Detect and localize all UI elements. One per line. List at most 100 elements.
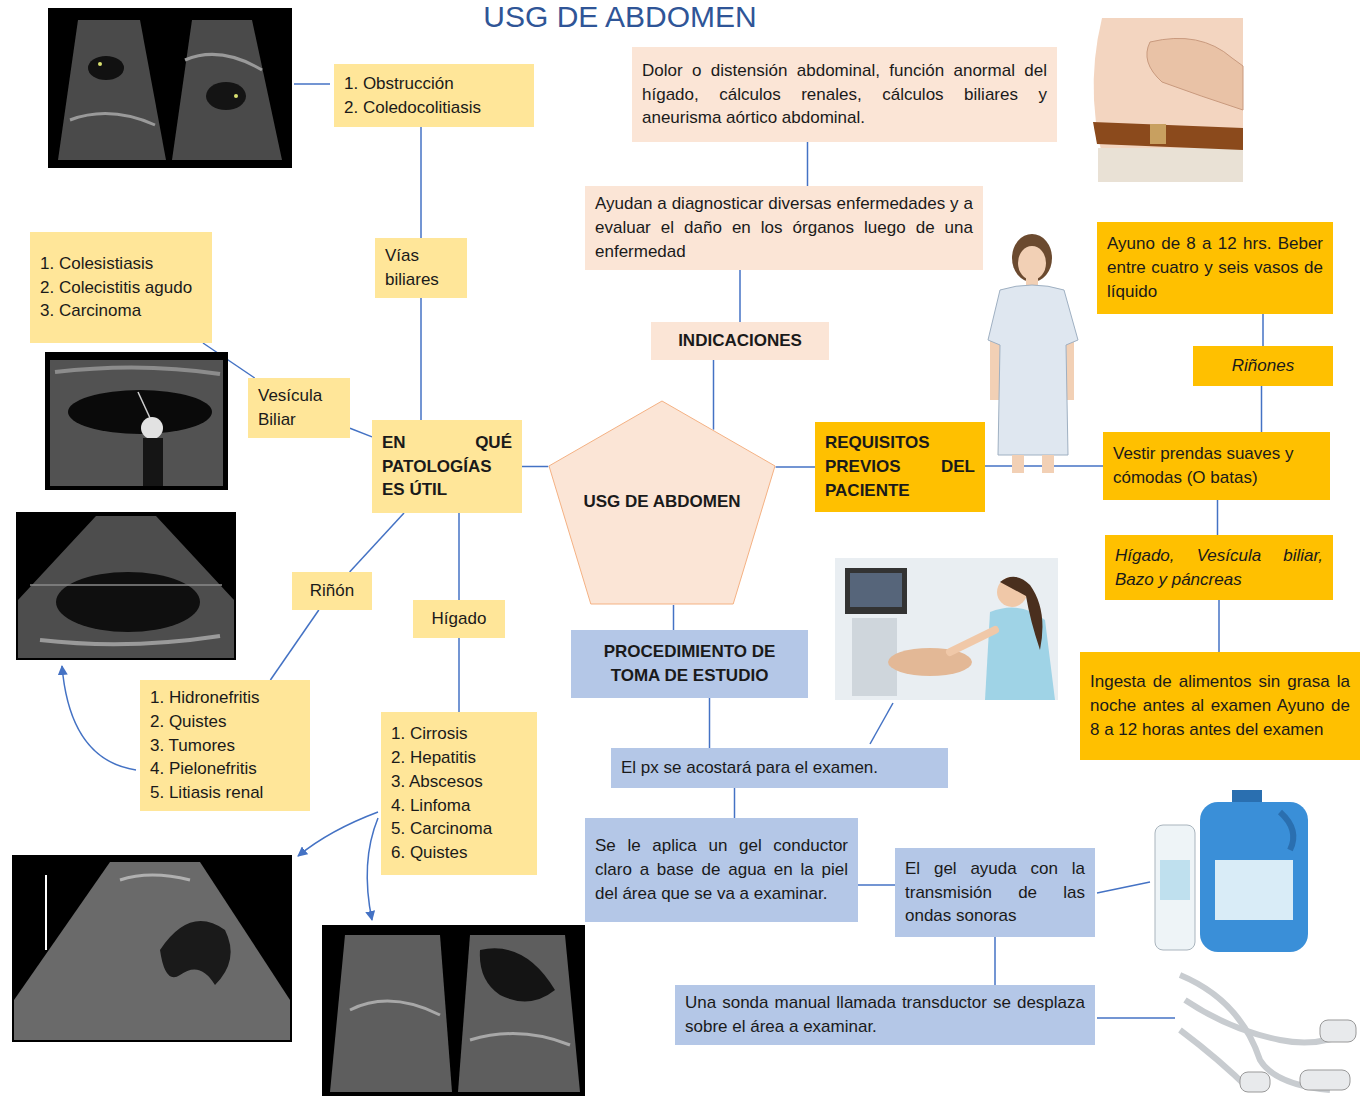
photo-ground — [835, 558, 1058, 700]
leader-arrow — [62, 666, 136, 770]
text-box: REQUISITOS PREVIOS DEL PACIENTE — [815, 422, 985, 512]
ultrasound-image — [322, 925, 585, 1096]
list-item: 3. Tumores — [150, 734, 300, 758]
leader-arrow — [367, 818, 378, 920]
text-box: Una sonda manual llamada transductor se … — [675, 985, 1095, 1045]
transducers — [1180, 975, 1356, 1092]
node-text: Vías biliares — [385, 244, 457, 292]
node-text: Se le aplica un gel conductor claro a ba… — [595, 834, 848, 905]
echo — [350, 1001, 440, 1015]
connector-line — [522, 466, 548, 468]
connector-line — [739, 270, 741, 322]
leader-line — [870, 703, 893, 744]
monitor — [845, 568, 907, 614]
belt — [1093, 122, 1243, 150]
node-text: El px se acostará para el examen. — [621, 756, 938, 780]
text-box: Ingesta de alimentos sin grasa la noche … — [1080, 652, 1360, 760]
marker-dot — [98, 62, 102, 66]
node-text: Riñón — [302, 579, 362, 603]
text-box: EN QUÉ PATOLOGÍAS ES ÚTIL — [372, 420, 522, 513]
image-frame — [45, 352, 228, 490]
list-item: 2. Hepatitis — [391, 746, 527, 770]
cable — [1185, 1000, 1355, 1042]
acoustic-shadow — [143, 438, 163, 486]
small-bottle — [1155, 825, 1195, 950]
echo — [30, 584, 222, 586]
leader-line — [1097, 1017, 1175, 1019]
nurse-arm — [950, 630, 995, 652]
pentagon-outline — [549, 401, 775, 604]
connector-line — [709, 698, 711, 748]
echo — [120, 875, 190, 880]
jug-label — [1215, 860, 1293, 920]
scan-fan — [14, 862, 290, 1040]
connector-line — [458, 638, 460, 712]
node-text: PROCEDIMIENTO DE TOMA DE ESTUDIO — [581, 640, 798, 688]
list-item: 5. Litiasis renal — [150, 781, 300, 805]
leader-arrow — [298, 812, 378, 856]
echo — [40, 636, 220, 644]
echo — [55, 367, 220, 374]
list-box: 1. Colesistiasis2. Colecistitis agudo3. … — [30, 232, 212, 343]
scan-fan — [18, 516, 234, 658]
echo — [70, 114, 155, 125]
text-box: Vías biliares — [375, 238, 467, 298]
connector-line — [458, 513, 460, 600]
face — [1018, 246, 1046, 280]
leader-line — [1097, 882, 1150, 893]
text-box: Ayudan a diagnosticar diversas enfermeda… — [585, 186, 983, 270]
node-text: EN QUÉ PATOLOGÍAS ES ÚTIL — [382, 431, 512, 502]
dark-region — [88, 56, 124, 80]
node-text: Riñones — [1203, 354, 1323, 378]
scan-fan — [172, 20, 282, 160]
node-text: Ayudan a diagnosticar diversas enfermeda… — [595, 192, 973, 263]
nurse-hair — [1000, 577, 1042, 650]
scale-bar — [45, 875, 47, 950]
list-item: 2. Coledocolitiasis — [344, 96, 524, 120]
node-text: Ayuno de 8 a 12 hrs. Beber entre cuatro … — [1107, 232, 1323, 303]
leg — [1042, 455, 1054, 473]
screen — [850, 573, 902, 607]
list-box: 1. Cirrosis2. Hepatitis3. Abscesos4. Lin… — [381, 712, 537, 875]
text-box: Ayuno de 8 a 12 hrs. Beber entre cuatro … — [1097, 222, 1333, 314]
ultrasound-image — [45, 352, 228, 490]
hand — [1147, 38, 1243, 110]
node-text: Ingesta de alimentos sin grasa la noche … — [1090, 670, 1350, 741]
text-box: Hígado, Vesícula biliar, Bazo y páncreas — [1105, 535, 1333, 600]
list-item: 1. Hidronefritis — [150, 686, 300, 710]
connector-line — [350, 513, 404, 572]
text-box: El px se acostará para el examen. — [611, 748, 948, 788]
scan-fan — [330, 935, 452, 1092]
node-text: INDICACIONES — [661, 329, 819, 353]
machine — [852, 618, 897, 696]
node-text: Una sonda manual llamada transductor se … — [685, 991, 1085, 1039]
text-box: Dolor o distensión abdominal, función an… — [632, 47, 1057, 142]
connector-line — [858, 884, 895, 886]
ultrasound-image — [48, 8, 292, 168]
node-text: Dolor o distensión abdominal, función an… — [642, 59, 1047, 130]
probe-head — [1320, 1020, 1356, 1042]
exam-photo — [835, 558, 1058, 700]
connector-line — [994, 937, 996, 985]
ultrasound-image — [16, 512, 236, 660]
scan-fan — [458, 935, 580, 1092]
patient — [888, 648, 972, 676]
connector-line — [807, 142, 809, 186]
gallbladder — [68, 390, 212, 434]
dark-region — [206, 82, 246, 110]
list-item: 1. Colesistiasis — [40, 252, 202, 276]
connector-line — [420, 298, 422, 420]
hair — [1012, 234, 1052, 282]
connector-line — [1261, 386, 1263, 432]
scan-fan — [58, 20, 166, 160]
leg — [1012, 455, 1024, 473]
image-frame — [48, 8, 292, 168]
connector-line — [713, 360, 715, 430]
list-item: 2. Colecistitis agudo — [40, 276, 202, 300]
stone — [141, 417, 163, 439]
connector-line — [1218, 600, 1220, 652]
text-box: Vestir prendas suaves y cómodas (O batas… — [1103, 432, 1330, 500]
dark-region — [56, 572, 200, 632]
gel-bottles — [1155, 790, 1308, 952]
connector-line — [420, 127, 422, 238]
